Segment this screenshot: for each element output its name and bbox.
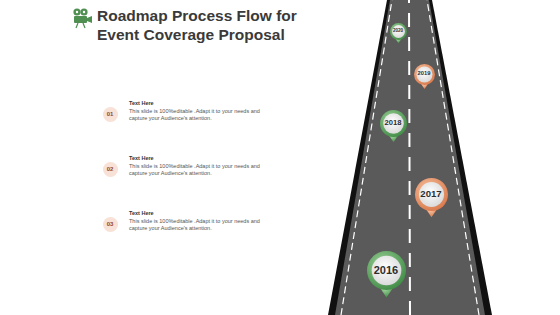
step-heading: Text Here xyxy=(129,155,274,162)
pin-ring xyxy=(390,23,407,40)
year-label: 2019 xyxy=(418,71,431,77)
year-pin: 2018 xyxy=(380,110,407,137)
step-number: 01 xyxy=(107,111,114,117)
camera-reel xyxy=(80,8,87,15)
year-label: 2017 xyxy=(420,189,441,199)
circle-fill xyxy=(103,107,118,122)
step-heading: Text Here xyxy=(129,100,274,107)
step-number: 03 xyxy=(107,221,114,227)
pin-ring xyxy=(414,64,435,85)
year-pin: 2020 xyxy=(390,23,407,40)
circle-fill xyxy=(103,217,118,232)
road-edge xyxy=(328,0,492,315)
road-surface xyxy=(335,0,485,315)
year-pin: 2016 xyxy=(367,251,406,290)
step-number-circle: 01 xyxy=(103,107,118,122)
step-body: This slide is 100%editable .Adapt it to … xyxy=(129,163,274,177)
road-center-line xyxy=(409,0,410,315)
camera-lens xyxy=(87,16,92,23)
camera-body xyxy=(74,16,87,23)
camera-reel-hub xyxy=(76,11,78,13)
pin-face xyxy=(392,25,405,38)
camera-reel xyxy=(73,8,80,15)
year-pin: 2017 xyxy=(415,178,448,211)
pin-face xyxy=(383,113,404,134)
camera-leg xyxy=(83,23,85,28)
road-side-line xyxy=(427,0,479,315)
slide-title: Roadmap Process Flow for Event Coverage … xyxy=(97,6,312,45)
step-number-circle: 02 xyxy=(103,162,118,177)
year-label: 2016 xyxy=(374,265,398,276)
year-label: 2020 xyxy=(393,29,403,34)
pin-ring xyxy=(367,251,406,290)
circle-fill xyxy=(103,162,118,177)
pin-face xyxy=(371,255,401,285)
step-number: 02 xyxy=(107,166,114,172)
pin-face xyxy=(416,66,432,82)
step-heading: Text Here xyxy=(129,210,274,217)
year-pin: 2019 xyxy=(414,64,435,85)
year-label: 2018 xyxy=(385,119,402,127)
pin-face xyxy=(418,181,443,206)
step-number-circle: 03 xyxy=(103,217,118,232)
camera-reel-hub xyxy=(83,11,85,13)
camera-leg xyxy=(76,23,78,28)
step-body: This slide is 100%editable .Adapt it to … xyxy=(129,218,274,232)
pin-ring xyxy=(380,110,407,137)
step-body: This slide is 100%editable .Adapt it to … xyxy=(129,108,274,122)
pin-ring xyxy=(415,178,448,211)
